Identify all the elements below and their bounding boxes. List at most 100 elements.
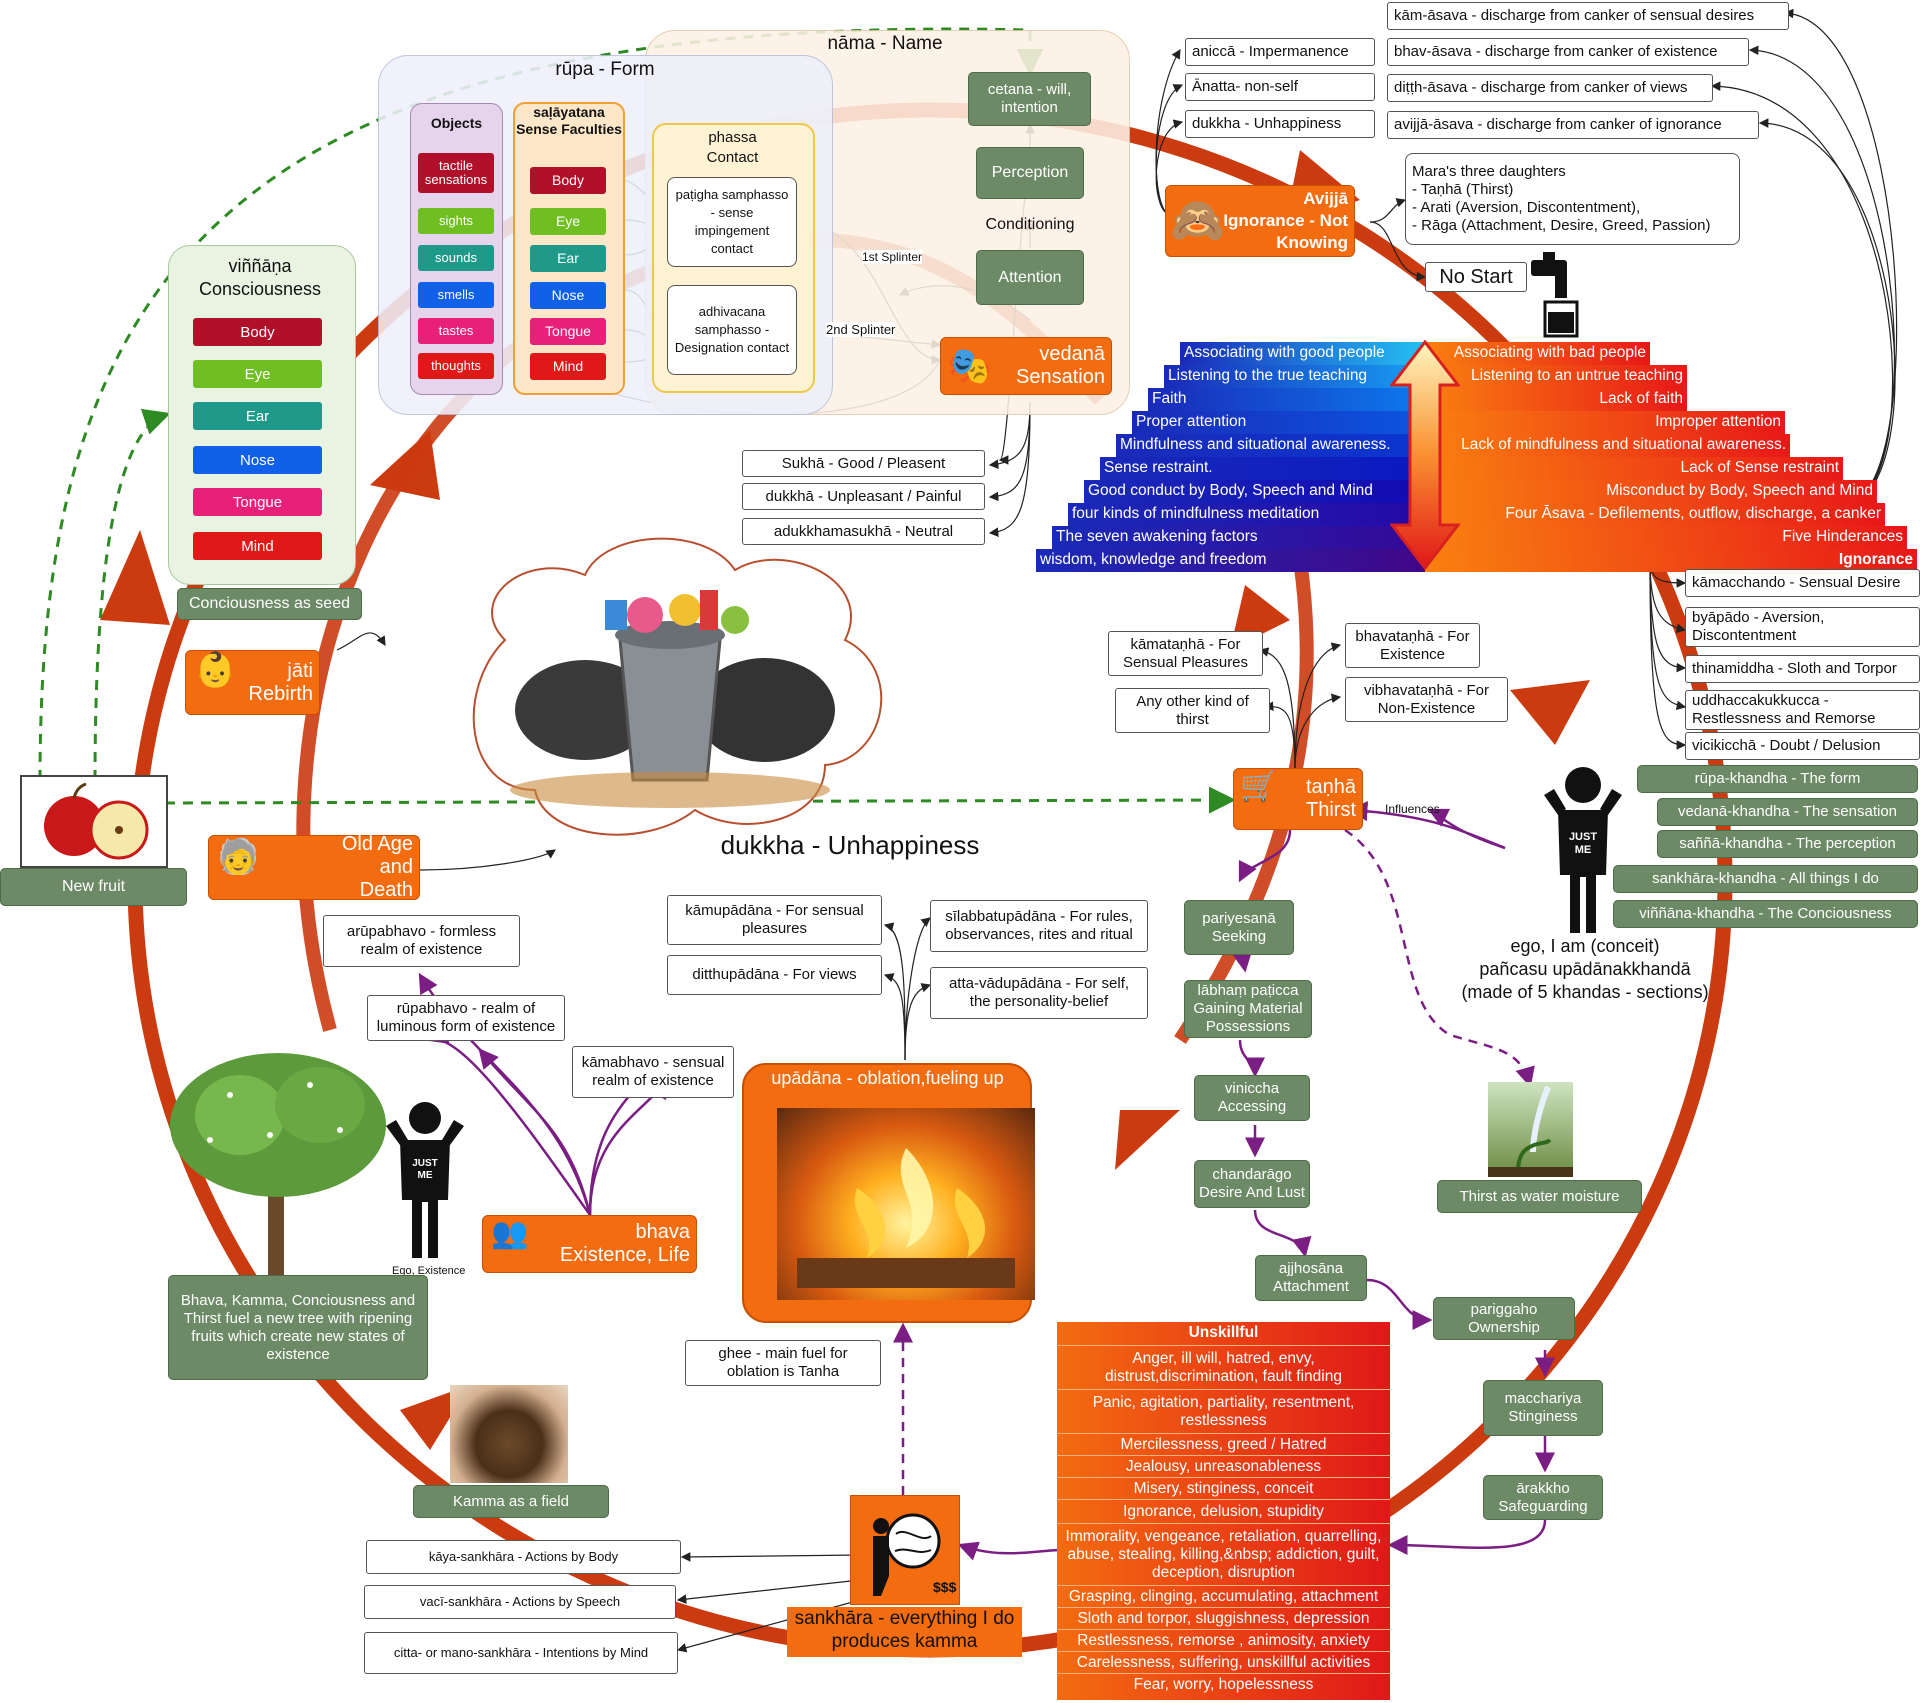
nama-title: nāma - Name <box>827 33 943 54</box>
stair-good-item: wisdom, knowledge and freedom <box>1036 549 1425 572</box>
stair-good-item: Faith <box>1148 388 1425 411</box>
tree-text: Bhava, Kamma, Conciousness and Thirst fu… <box>168 1275 428 1380</box>
citta-sankhara: citta- or mano-sankhāra - Intentions by … <box>364 1632 678 1674</box>
khandha-item: viññāna-khandha - The Conciousness <box>1613 900 1918 928</box>
unskillful-item: Sloth and torpor, sluggishness, depressi… <box>1057 1607 1390 1629</box>
mark-item: dukkha - Unhappiness <box>1185 110 1375 138</box>
just-me-text: JUST <box>1569 831 1597 843</box>
stair-bad-item: Associating with bad people <box>1425 342 1650 365</box>
vaci-sankhara: vacī-sankhāra - Actions by Speech <box>364 1585 676 1619</box>
thirst-water: Thirst as water moisture <box>1437 1180 1642 1213</box>
ditthupadana: ditthupādāna - For views <box>667 955 882 995</box>
unskillful-item: Panic, agitation, partiality, resentment… <box>1057 1389 1390 1433</box>
unskillful-item: Anger, ill will, hatred, envy, distrust,… <box>1057 1345 1390 1389</box>
unskillful-panel <box>1057 1322 1390 1700</box>
stair-bad-item: Misconduct by Body, Speech and Mind <box>1425 480 1877 503</box>
chain-item: pariyesanā Seeking <box>1184 900 1294 955</box>
khandha-item: sankhāra-khandha - All things I do <box>1613 865 1918 893</box>
phassa-title: phassa Contact <box>706 129 759 166</box>
fire-image <box>777 1108 1035 1300</box>
unskillful-title: Unskillful <box>1188 1324 1259 1341</box>
sense-item: Ear <box>530 245 606 272</box>
chain-item: vinicchа Accessing <box>1194 1075 1310 1121</box>
cart-chart-icon: 🛒 <box>1240 770 1278 803</box>
stair-good-item: The seven awakening factors <box>1052 526 1425 549</box>
adhivacana-box: adhivacana samphasso - Designation conta… <box>667 285 797 375</box>
vinnana-item: Eye <box>193 360 322 388</box>
unskillful-item: Jealousy, unreasonableness <box>1057 1455 1390 1477</box>
chain-item: macchariya Stinginess <box>1483 1380 1603 1436</box>
tap-icon <box>1525 250 1585 340</box>
stair-good-item: Good conduct by Body, Speech and Mind <box>1084 480 1425 503</box>
conditioning-label: Conditioning <box>985 216 1075 233</box>
unskillful-item: Fear, worry, hopelessness <box>1057 1673 1390 1695</box>
old-age-label: Old Age and Death <box>341 833 413 901</box>
kaya-sankhara: kāya-sankhāra - Actions by Body <box>366 1540 681 1574</box>
svg-text:JUST: JUST <box>412 1158 438 1169</box>
asava-item: avijjā-āsava - discharge from canker of … <box>1387 111 1759 139</box>
stair-good-item: four kinds of mindfulness meditation <box>1068 503 1425 526</box>
rupa-title: rūpa - Form <box>555 59 655 80</box>
stair-good-item: Mindfulness and situational awareness. <box>1116 434 1425 457</box>
hindrance-item: uddhaccakukkucca - Restlessness and Remo… <box>1685 690 1920 730</box>
bhava-label: bhava Existence, Life <box>559 1221 690 1266</box>
svg-text:ME: ME <box>1575 844 1592 856</box>
arupabhavo: arūpabhavo - formless realm of existence <box>323 915 520 967</box>
vinnana-item: Nose <box>193 446 322 474</box>
tanha-label: taṇhā Thirst <box>1305 776 1356 821</box>
object-item: sights <box>418 208 494 234</box>
kama-tanha: kāmataṇhā - For Sensual Pleasures <box>1108 631 1263 676</box>
stair-good-item: Listening to the true teaching <box>1164 365 1425 388</box>
consciousness-seed: Conciousness as seed <box>177 588 362 620</box>
stair-good-item: Sense restraint. <box>1100 457 1425 480</box>
avijja-label: Avijjā Ignorance - Not Knowing <box>1223 189 1348 252</box>
stair-good-item: Associating with good people <box>1180 342 1425 365</box>
ghee-box: ghee - main fuel for oblation is Tanha <box>685 1340 881 1386</box>
just-me-figure-right: JUST ME <box>1538 765 1628 935</box>
splinter2: 2nd Splinter <box>826 322 896 337</box>
chain-item: ārakkho Safeguarding <box>1483 1475 1603 1520</box>
vedana-box: 🎭 vedanā Sensation <box>940 337 1112 395</box>
vinnana-item: Tongue <box>193 488 322 516</box>
vinnana-item: Body <box>193 318 322 346</box>
avijja-box: 🙈 Avijjā Ignorance - Not Knowing <box>1165 185 1355 257</box>
new-fruit: New fruit <box>0 868 187 906</box>
tree-image <box>160 1045 395 1275</box>
upadana-label: upādāna - oblation,fueling up <box>771 1068 1004 1088</box>
old-age-box: 🧓 Old Age and Death <box>208 833 420 901</box>
vedana-neutral: adukkhamasukhā - Neutral <box>742 518 985 545</box>
vinnana-title: viññāṇa Consciousness <box>198 256 322 299</box>
stair-bad-item: Ignorance <box>1425 549 1917 572</box>
object-item: smells <box>418 282 494 308</box>
stair-good-item: Proper attention <box>1132 411 1425 434</box>
double-arrow <box>1390 340 1460 570</box>
asava-item: kām-āsava - discharge from canker of sen… <box>1387 2 1789 30</box>
watering-plant-image <box>1488 1082 1573 1177</box>
crowd-icon: 👥 <box>491 1217 529 1250</box>
cetana-box: cetana - will, intention <box>968 72 1091 126</box>
stair-bad-item: Five Hinderances <box>1425 526 1907 549</box>
bhava-box: 👥 bhava Existence, Life <box>482 1215 697 1273</box>
kamma-field: Kamma as a field <box>413 1485 609 1518</box>
vedana-label: vedanā Sensation <box>1016 343 1105 388</box>
dukkha-title: dukkha - Unhappiness <box>720 830 980 860</box>
svg-text:ME: ME <box>418 1170 433 1181</box>
money-text: $$$ <box>933 1579 957 1595</box>
sankhara-icon: $$$ <box>850 1495 960 1605</box>
ring-arrow-w <box>100 530 170 625</box>
attention-box: Attention <box>976 250 1084 305</box>
chain-item: chandarāgo Desire And Lust <box>1194 1160 1310 1208</box>
chain-item: ajjhosāna Attachment <box>1255 1255 1367 1301</box>
patigha-box: paṭigha samphasso - sense impingement co… <box>667 177 797 267</box>
hindrance-item: thinamiddha - Sloth and Torpor <box>1685 655 1920 683</box>
jati-label: jāti Rebirth <box>248 659 313 705</box>
tanha-box: 🛒 taṇhā Thirst <box>1233 768 1363 830</box>
khandha-item: rūpa-khandha - The form <box>1637 765 1918 793</box>
dukkha-garbage-image <box>445 520 895 850</box>
object-item: tastes <box>418 318 494 344</box>
stair-bad-item: Lack of mindfulness and situational awar… <box>1425 434 1790 457</box>
hindrance-item: byāpādo - Aversion, Discontentment <box>1685 607 1920 647</box>
unskillful-item: Grasping, clinging, accumulating, attach… <box>1057 1585 1390 1607</box>
sense-item: Nose <box>530 282 606 309</box>
hindrance-item: vicikicchā - Doubt / Delusion <box>1685 732 1920 760</box>
